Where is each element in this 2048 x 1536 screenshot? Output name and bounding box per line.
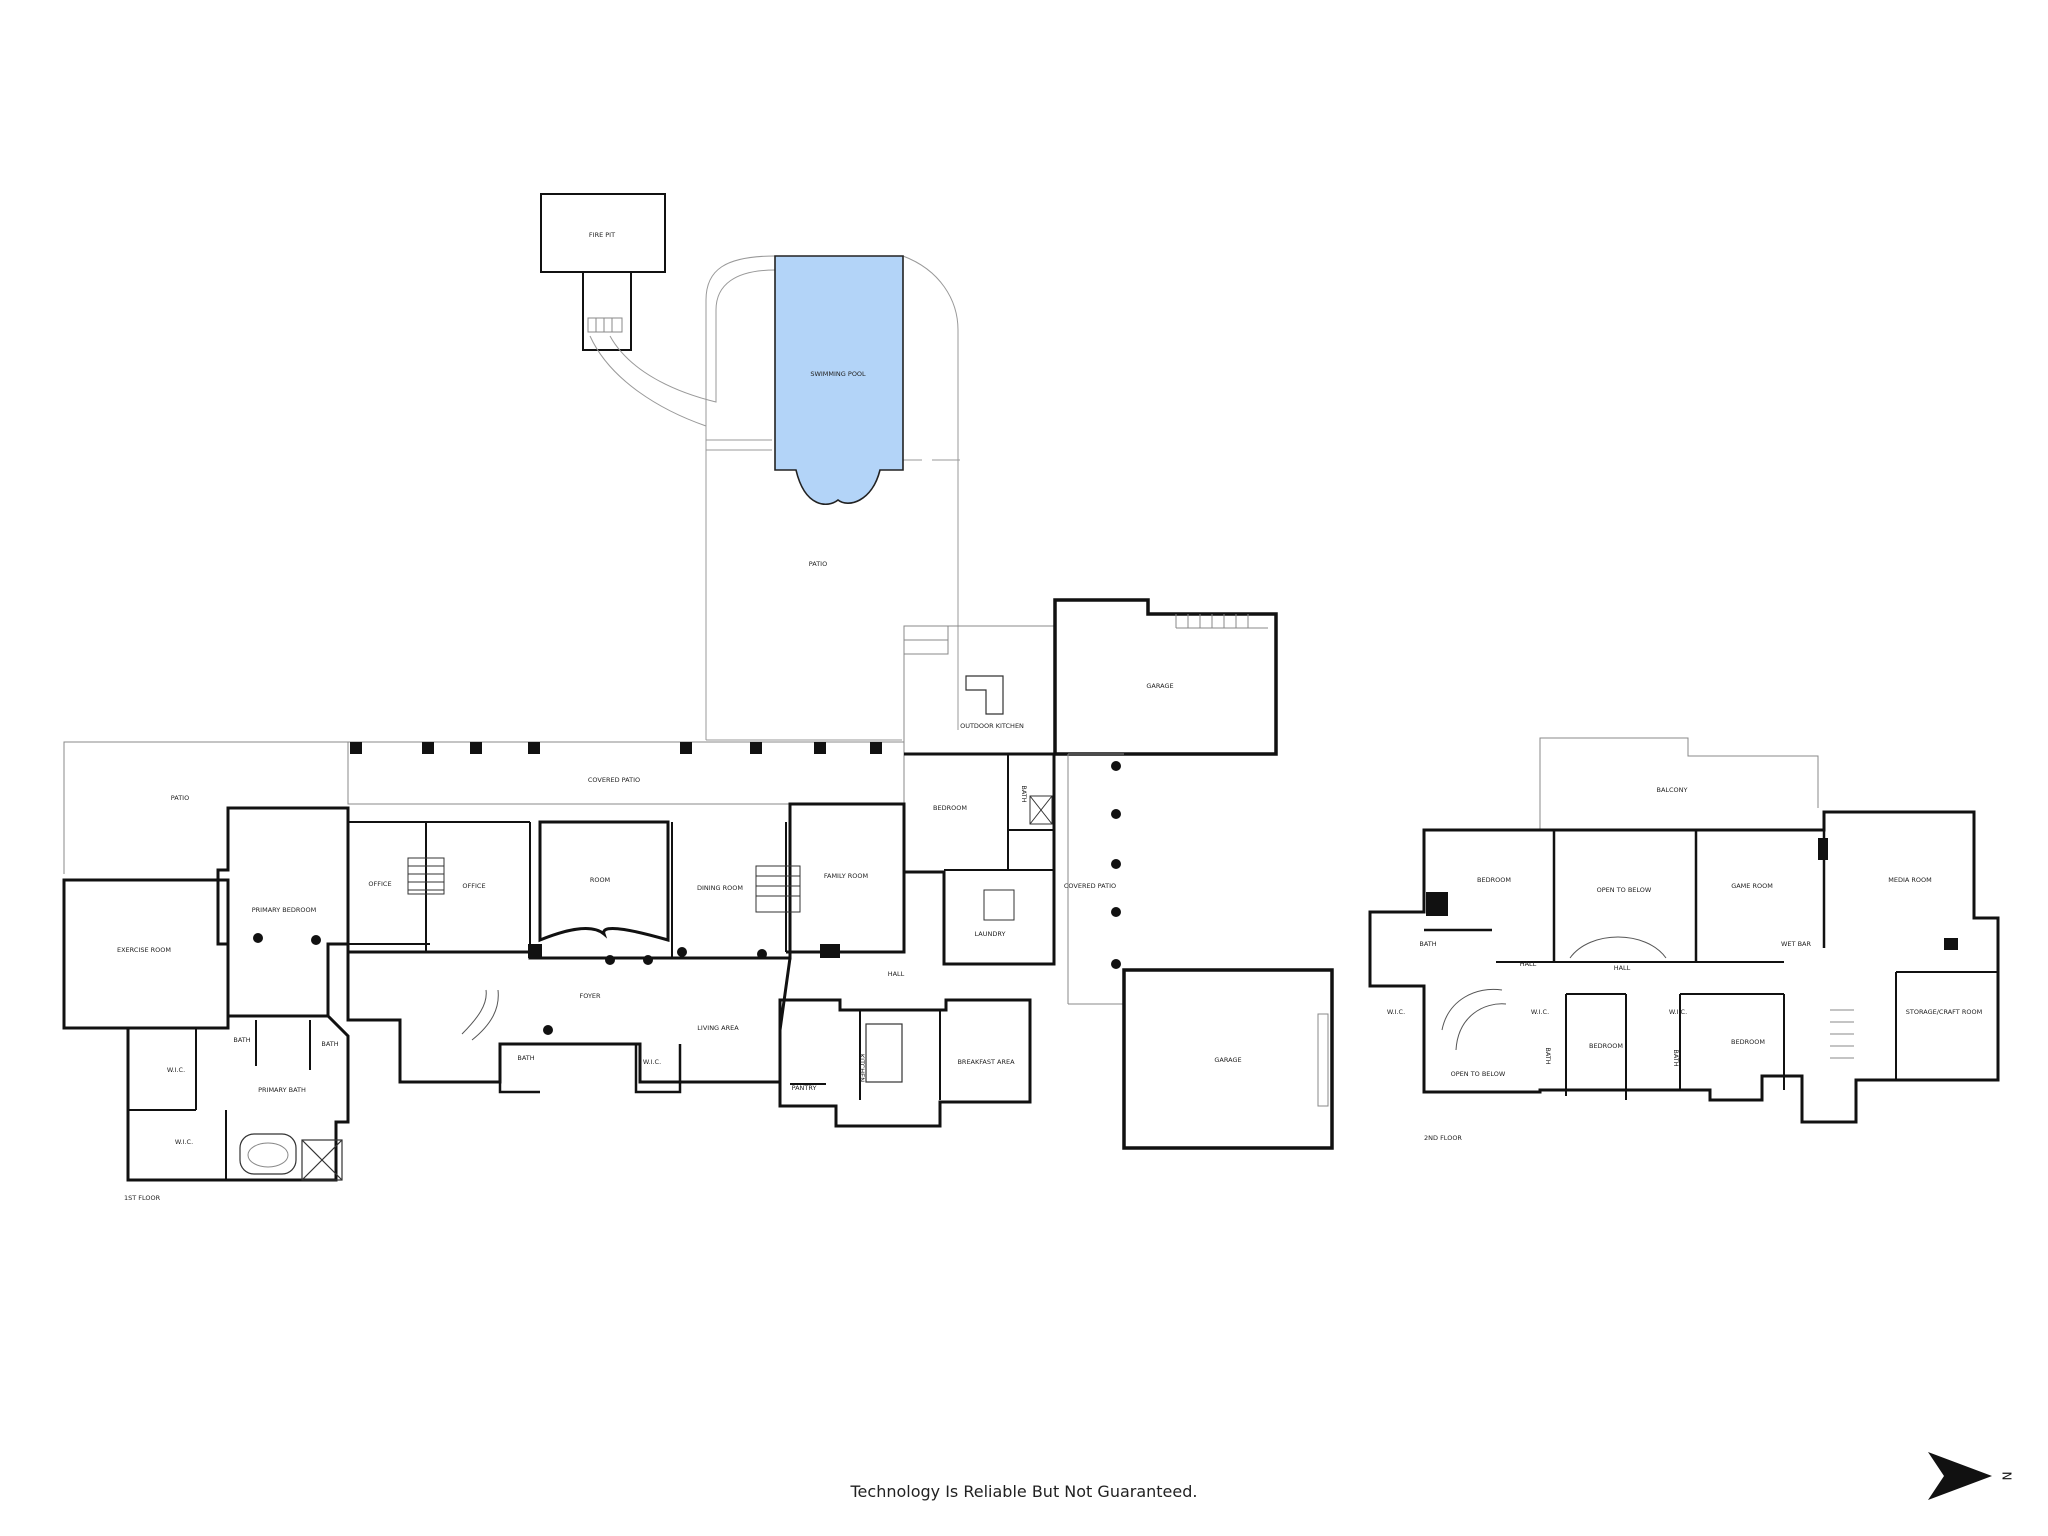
- label-wic-6: W.I.C.: [1669, 1008, 1687, 1016]
- label-wic-5: W.I.C.: [1531, 1008, 1549, 1016]
- fire-pit-area: [540, 193, 666, 351]
- label-foyer: FOYER: [579, 992, 601, 1000]
- label-bath-3: BATH: [233, 1036, 250, 1044]
- garage-top: [1053, 598, 1278, 756]
- fire-pit-steps: [587, 317, 623, 333]
- label-swimming-pool: SWIMMING POOL: [810, 370, 866, 378]
- room-labels: FIRE PIT SWIMMING POOL PATIO OUTDOOR KIT…: [117, 231, 1982, 1202]
- fireplace-family: [755, 865, 801, 913]
- label-kitchen: KITCHEN: [858, 1054, 866, 1082]
- label-open-to-below-2: OPEN TO BELOW: [1451, 1070, 1506, 1078]
- label-family-room: FAMILY ROOM: [824, 872, 868, 880]
- primary-suite-partitions: [128, 1020, 311, 1180]
- label-bath-1: BATH: [1020, 785, 1028, 802]
- label-bath-5: BATH: [1419, 940, 1436, 948]
- label-exercise-room: EXERCISE ROOM: [117, 946, 171, 954]
- label-primary-bath: PRIMARY BATH: [258, 1086, 306, 1094]
- label-laundry: LAUNDRY: [975, 930, 1006, 938]
- label-covered-patio: COVERED PATIO: [588, 776, 640, 784]
- label-garage-bottom: GARAGE: [1214, 1056, 1241, 1064]
- label-bath-7: BATH: [1672, 1049, 1680, 1066]
- label-wic-1: W.I.C.: [643, 1058, 661, 1066]
- garage-bottom: [1122, 968, 1334, 1150]
- bedroom-laundry: [904, 752, 1056, 966]
- kitchen-island: [865, 1023, 903, 1083]
- outdoor-kitchen: [903, 625, 1055, 755]
- label-first-floor: 1ST FLOOR: [124, 1194, 161, 1202]
- patio-columns: [253, 742, 1121, 1035]
- kitchen-partitions: [790, 1010, 941, 1100]
- label-bedroom-3: BEDROOM: [1589, 1042, 1623, 1050]
- label-dining-room: DINING ROOM: [697, 884, 743, 892]
- disclaimer: Technology Is Reliable But Not Guarantee…: [850, 1482, 1198, 1501]
- label-bath-6: BATH: [1544, 1047, 1552, 1064]
- swimming-pool: [774, 255, 904, 506]
- label-office-2: OFFICE: [462, 882, 485, 890]
- label-hall-1: HALL: [888, 970, 905, 978]
- label-primary-bedroom: PRIMARY BEDROOM: [252, 906, 316, 914]
- label-bath-4: BATH: [321, 1040, 338, 1048]
- label-balcony: BALCONY: [1656, 786, 1687, 794]
- label-second-floor: 2ND FLOOR: [1424, 1134, 1462, 1142]
- walkway: [589, 255, 960, 741]
- label-wic-4: W.I.C.: [1387, 1008, 1405, 1016]
- label-storage-craft-room: STORAGE/CRAFT ROOM: [1906, 1008, 1982, 1016]
- label-wic-2: W.I.C.: [167, 1066, 185, 1074]
- primary-shower: [301, 1139, 343, 1181]
- foyer-living-kitchen: [346, 952, 792, 1084]
- label-breakfast-area: BREAKFAST AREA: [957, 1058, 1015, 1066]
- label-room: ROOM: [590, 876, 610, 884]
- compass: N: [1928, 1452, 2014, 1500]
- label-covered-patio-side: COVERED PATIO: [1064, 882, 1116, 890]
- label-outdoor-kitchen: OUTDOOR KITCHEN: [960, 722, 1024, 730]
- label-wet-bar: WET BAR: [1781, 940, 1811, 948]
- label-hall-2: HALL: [1520, 960, 1537, 968]
- laundry-appliance: [983, 889, 1015, 921]
- label-hall-3: HALL: [1614, 964, 1631, 972]
- label-bedroom-1: BEDROOM: [933, 804, 967, 812]
- label-media-room: MEDIA ROOM: [1888, 876, 1932, 884]
- north-arrow-icon: [1928, 1452, 1992, 1500]
- bathtub: [239, 1133, 297, 1175]
- fireplace-office: [407, 857, 445, 895]
- patio-outlines: [63, 741, 1124, 1005]
- main-partitions: [348, 821, 787, 958]
- label-pantry: PANTRY: [792, 1084, 817, 1092]
- bedroom-partitions: [944, 754, 1054, 871]
- label-game-room: GAME ROOM: [1731, 882, 1773, 890]
- garage-top-shelving: [1175, 614, 1268, 629]
- main-rooms: [346, 802, 906, 960]
- label-patio-left: PATIO: [171, 794, 189, 802]
- label-patio-top: PATIO: [809, 560, 827, 568]
- label-fire-pit: FIRE PIT: [589, 231, 615, 239]
- label-open-to-below-1: OPEN TO BELOW: [1597, 886, 1652, 894]
- second-floor: [1368, 737, 2000, 1124]
- label-garage-top: GARAGE: [1146, 682, 1173, 690]
- compass-north-label: N: [2000, 1472, 2014, 1481]
- label-living-area: LIVING AREA: [697, 1024, 739, 1032]
- label-bath-2: BATH: [517, 1054, 534, 1062]
- primary-suite-south: [126, 1014, 350, 1182]
- living-lower-walls: [498, 1044, 780, 1094]
- kitchen-block: [778, 998, 1032, 1128]
- exercise-room: [62, 878, 230, 1030]
- label-office-1: OFFICE: [368, 880, 391, 888]
- label-bedroom-4: BEDROOM: [1731, 1038, 1765, 1046]
- room-rounded: [538, 820, 670, 943]
- foyer-stair: [461, 989, 499, 1041]
- label-bedroom-2: BEDROOM: [1477, 876, 1511, 884]
- label-wic-3: W.I.C.: [175, 1138, 193, 1146]
- laundry-shower: [1029, 795, 1053, 825]
